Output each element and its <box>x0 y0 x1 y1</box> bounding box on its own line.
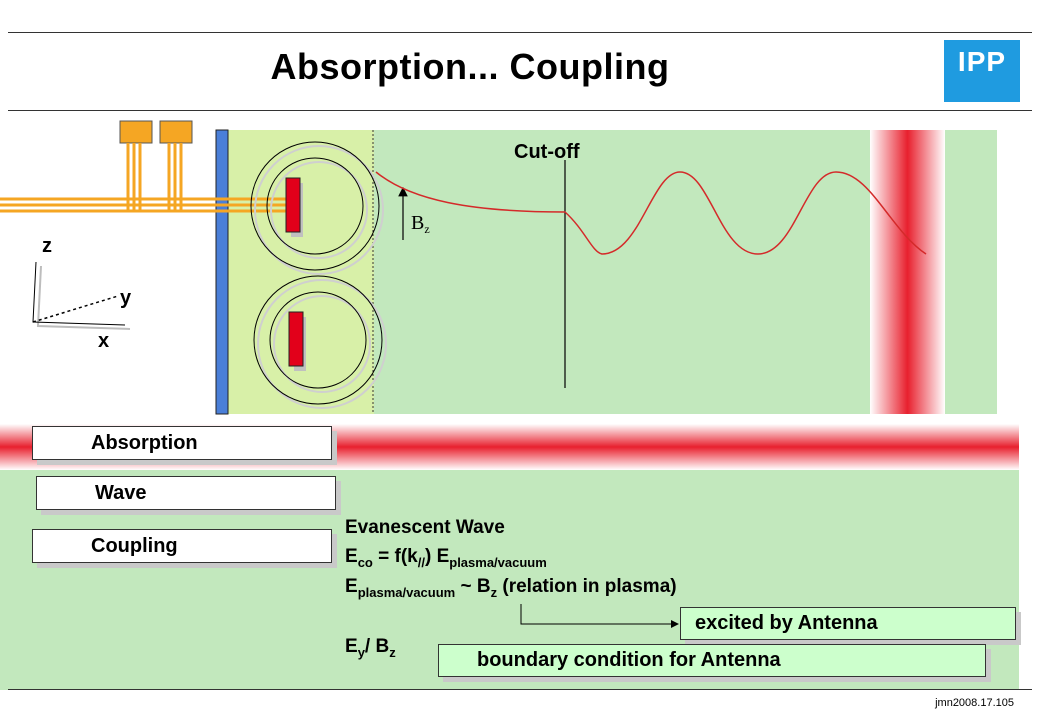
vessel-wall <box>215 129 229 415</box>
excited-arrow <box>520 604 679 628</box>
excited-by-antenna-box: excited by Antenna <box>680 607 1016 640</box>
top-rule <box>8 32 1032 33</box>
feeder-lines <box>0 120 290 213</box>
wave-button[interactable]: Wave <box>36 476 336 510</box>
coupling-button[interactable]: Coupling <box>32 529 332 563</box>
coordinate-axes: z y x <box>32 235 132 352</box>
axis-z-label: z <box>42 235 52 257</box>
excited-by-antenna-label: excited by Antenna <box>695 612 878 634</box>
ipp-logo: IPP <box>944 40 1020 102</box>
eq-eco: Eco = f(k//) Eplasma/vacuum <box>345 546 547 570</box>
coupling-button-label: Coupling <box>91 534 178 557</box>
page-title: Absorption... Coupling <box>270 46 670 87</box>
footer-id: jmn2008.17.105 <box>935 697 1014 709</box>
absorption-button[interactable]: Absorption <box>32 426 332 460</box>
bz-label: Bz <box>411 212 430 236</box>
title-rule <box>8 110 1032 111</box>
eq-evanescent-wave: Evanescent Wave <box>345 517 505 538</box>
axis-x-label: x <box>98 330 109 352</box>
antenna-strap-upper <box>285 177 301 233</box>
eq-ey-bz: Ey/ Bz <box>345 636 396 660</box>
antenna-strap-lower <box>288 311 304 367</box>
wave-button-label: Wave <box>95 481 147 504</box>
absorption-button-label: Absorption <box>91 431 198 454</box>
eq-plasma-relation: Eplasma/vacuum ~ Bz (relation in plasma) <box>345 576 677 600</box>
axis-y-label: y <box>120 287 132 309</box>
boundary-condition-label: boundary condition for Antenna <box>477 649 781 671</box>
field-circles <box>250 141 387 409</box>
boundary-condition-box: boundary condition for Antenna <box>438 644 986 677</box>
bottom-rule <box>8 689 1032 690</box>
cutoff-label: Cut-off <box>514 141 580 163</box>
resonance-band <box>870 130 945 414</box>
wave-curve <box>375 171 927 255</box>
